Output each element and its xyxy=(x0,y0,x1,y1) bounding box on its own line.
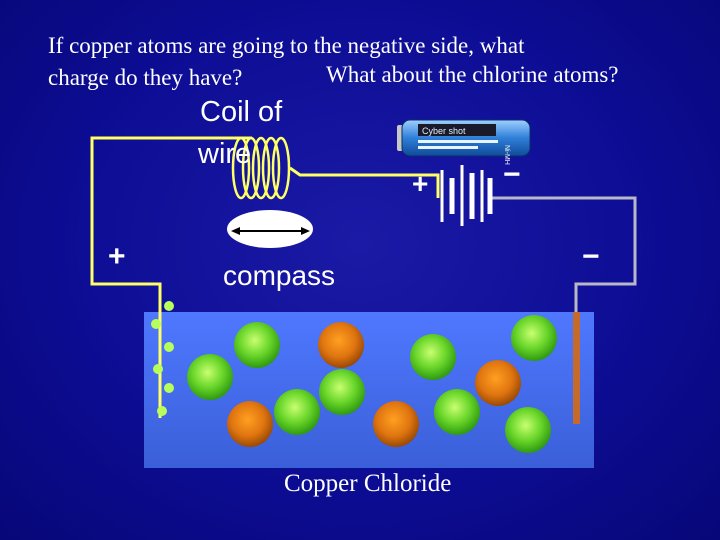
battery-brand-text: Cyber shot xyxy=(422,126,466,136)
chlorine-atom xyxy=(187,354,233,400)
chlorine-atoms xyxy=(187,315,557,453)
copper-atom xyxy=(227,401,273,447)
chlorine-atom xyxy=(234,322,280,368)
copper-atom xyxy=(373,401,419,447)
negative-terminal-label: − xyxy=(582,240,600,273)
battery-negative-label: − xyxy=(503,158,521,191)
positive-electrode xyxy=(151,301,174,416)
battery-icon: Cyber shot Ni-MH xyxy=(397,119,531,165)
question-line-2b: What about the chlorine atoms? xyxy=(326,62,619,87)
battery-symbol xyxy=(440,165,493,226)
chlorine-atom xyxy=(410,334,456,380)
coil-label-line-2: wire xyxy=(198,138,252,170)
svg-text:Ni-MH: Ni-MH xyxy=(503,145,510,165)
compass-label: compass xyxy=(223,260,336,291)
negative-wire xyxy=(490,196,637,314)
negative-electrode xyxy=(573,312,580,424)
coil-to-battery-wire xyxy=(289,166,440,198)
chlorine-atom xyxy=(319,369,365,415)
chlorine-atom xyxy=(511,315,557,361)
chlorine-atom xyxy=(434,389,480,435)
question-line-1: If copper atoms are going to the negativ… xyxy=(48,33,525,58)
positive-terminal-label: + xyxy=(108,240,126,273)
coil-icon xyxy=(231,136,291,200)
battery-positive-label: + xyxy=(412,168,429,199)
positive-wire xyxy=(90,136,252,418)
copper-atom xyxy=(475,360,521,406)
solution-label: Copper Chloride xyxy=(284,470,452,497)
coil-label-line-1: Coil of xyxy=(200,96,283,128)
copper-atom xyxy=(318,322,364,368)
compass-icon xyxy=(227,210,313,248)
chlorine-atom xyxy=(505,407,551,453)
copper-atoms xyxy=(227,322,521,447)
question-line-2: charge do they have? xyxy=(48,65,243,90)
chlorine-atom xyxy=(274,389,320,435)
